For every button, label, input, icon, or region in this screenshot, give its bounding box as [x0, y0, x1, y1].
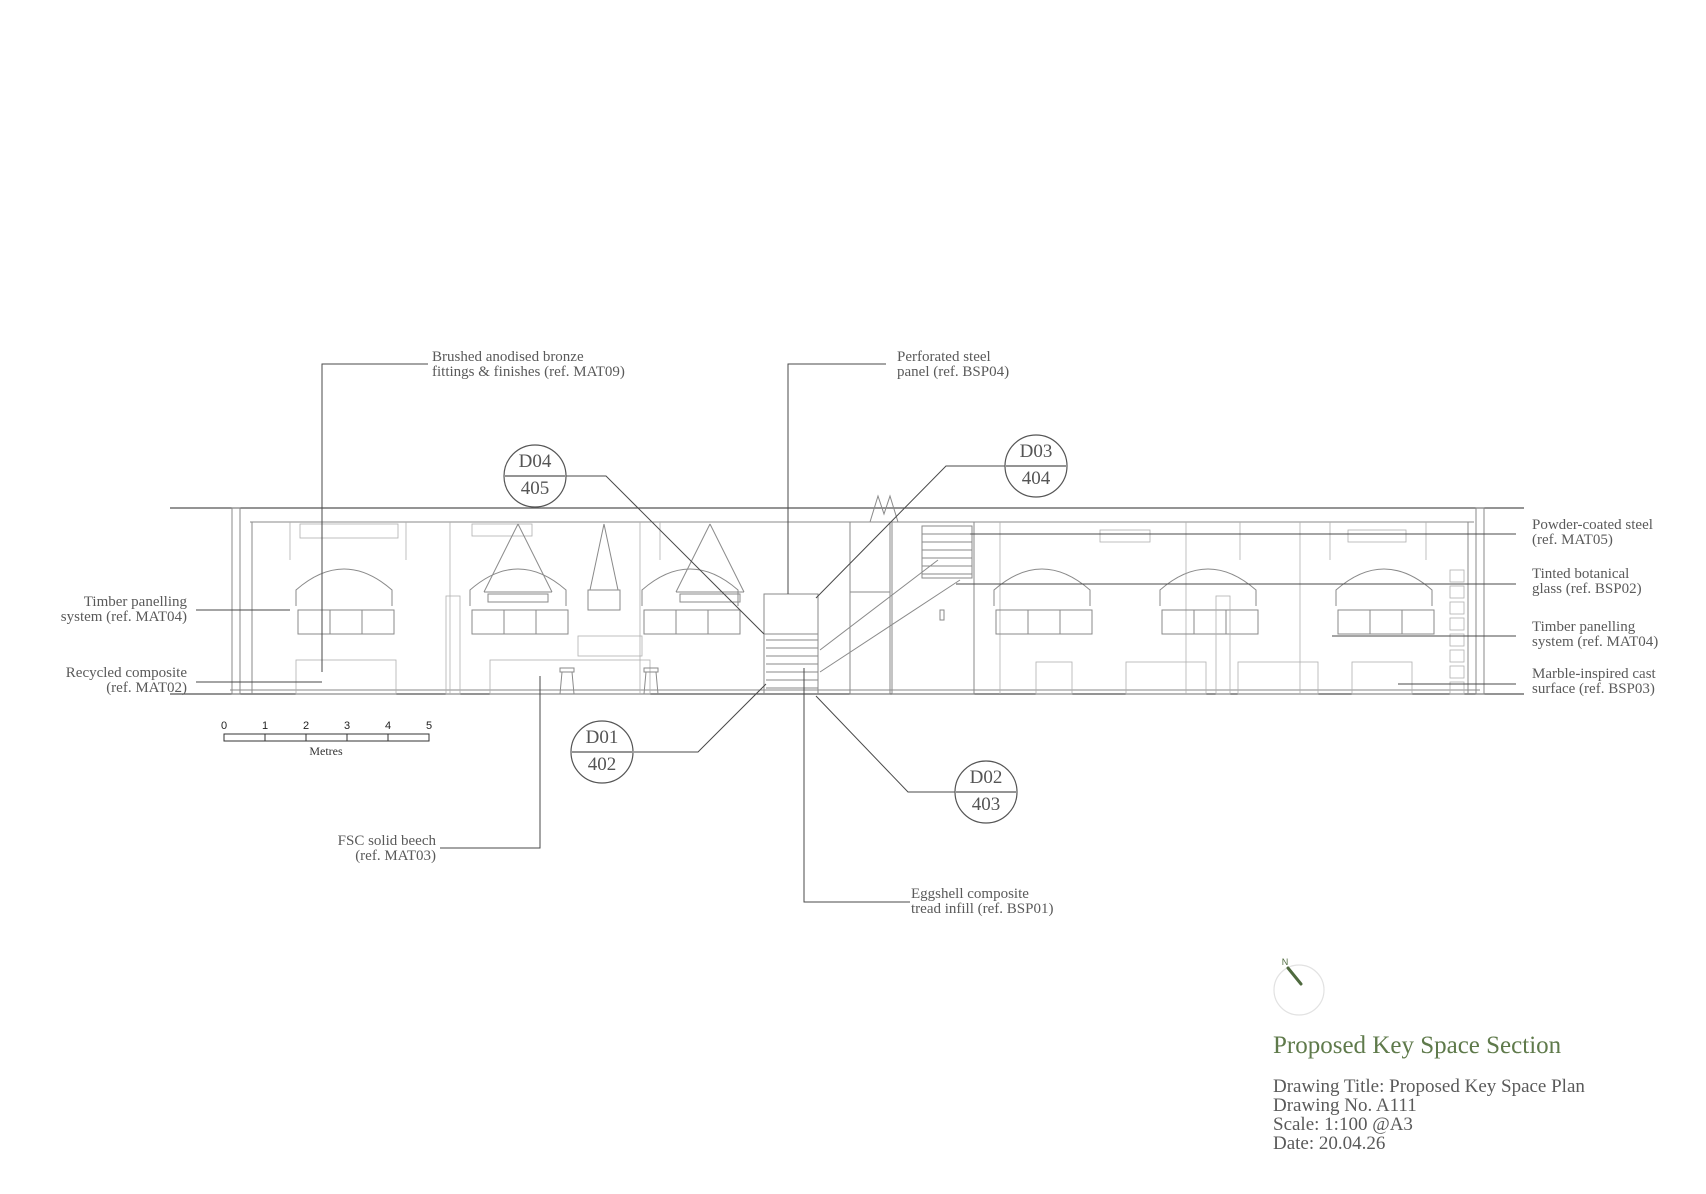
svg-text:surface (ref. BSP03): surface (ref. BSP03) — [1532, 681, 1655, 697]
leader-d03 — [815, 465, 1006, 599]
callout-timber-left: Timber panelling system (ref. MAT04) — [61, 594, 188, 625]
svg-text:Marble-inspired cast: Marble-inspired cast — [1532, 666, 1657, 682]
svg-text:D01: D01 — [586, 727, 619, 748]
leader-eggshell — [803, 668, 910, 903]
detail-tag-d04[interactable]: D04 405 — [503, 444, 567, 508]
scale-tick-1: 1 — [262, 720, 268, 732]
svg-text:(ref. MAT02): (ref. MAT02) — [106, 680, 187, 696]
svg-text:Brushed anodised bronze: Brushed anodised bronze — [432, 349, 584, 365]
drawing-title-line: Drawing Title: Proposed Key Space Plan — [1273, 1076, 1585, 1097]
svg-text:system (ref. MAT04): system (ref. MAT04) — [61, 609, 187, 625]
svg-text:D03: D03 — [1020, 441, 1053, 462]
drawing-number-line: Drawing No. A111 — [1273, 1095, 1417, 1116]
callout-perforated: Perforated steel panel (ref. BSP04) — [897, 349, 1009, 380]
scale-tick-4: 4 — [385, 720, 391, 732]
svg-text:403: 403 — [972, 794, 1001, 815]
drawing-title: Proposed Key Space Section — [1273, 1032, 1562, 1059]
leader-d04 — [566, 475, 765, 635]
leader-lines — [196, 363, 1516, 903]
title-block: Proposed Key Space Section Drawing Title… — [1273, 1032, 1585, 1154]
svg-text:Powder-coated steel: Powder-coated steel — [1532, 517, 1653, 533]
svg-text:system (ref. MAT04): system (ref. MAT04) — [1532, 634, 1658, 650]
svg-text:D04: D04 — [519, 451, 552, 472]
svg-text:Recycled composite: Recycled composite — [66, 665, 188, 681]
scale-tick-2: 2 — [303, 720, 309, 732]
leader-d02 — [815, 695, 956, 793]
detail-tag-d01[interactable]: D01 402 — [570, 720, 634, 784]
svg-text:D02: D02 — [970, 767, 1003, 788]
svg-text:glass (ref. BSP02): glass (ref. BSP02) — [1532, 581, 1642, 597]
svg-text:Tinted botanical: Tinted botanical — [1532, 566, 1629, 582]
callout-beech: FSC solid beech (ref. MAT03) — [338, 833, 437, 864]
svg-text:(ref. MAT03): (ref. MAT03) — [355, 848, 436, 864]
leader-perforated — [787, 363, 886, 594]
scale-tick-5: 5 — [426, 720, 432, 732]
scale-tick-3: 3 — [344, 720, 350, 732]
section-elevation — [170, 494, 1524, 695]
scale-unit: Metres — [309, 744, 343, 758]
svg-text:N: N — [1282, 957, 1289, 967]
svg-text:fittings & finishes (ref. MAT0: fittings & finishes (ref. MAT09) — [432, 364, 625, 380]
svg-text:Perforated steel: Perforated steel — [897, 349, 991, 365]
svg-text:(ref. MAT05): (ref. MAT05) — [1532, 532, 1613, 548]
svg-text:402: 402 — [588, 754, 617, 775]
svg-text:FSC solid beech: FSC solid beech — [338, 833, 437, 849]
svg-text:tread infill (ref. BSP01): tread infill (ref. BSP01) — [911, 901, 1053, 917]
svg-text:Eggshell composite: Eggshell composite — [911, 886, 1029, 902]
scale-bar: 0 1 2 3 4 5 Metres — [221, 720, 432, 758]
drawing-scale-line: Scale: 1:100 @A3 — [1273, 1114, 1413, 1135]
callout-powder: Powder-coated steel (ref. MAT05) — [1532, 517, 1653, 548]
callout-recycled: Recycled composite (ref. MAT02) — [66, 665, 188, 696]
svg-text:Timber panelling: Timber panelling — [1532, 619, 1636, 635]
leader-d01 — [634, 683, 767, 753]
leader-bronze — [321, 363, 428, 672]
detail-tag-d03[interactable]: D03 404 — [1004, 434, 1068, 498]
callout-marble: Marble-inspired cast surface (ref. BSP03… — [1532, 666, 1657, 697]
north-arrow-icon: N — [1273, 957, 1325, 1016]
svg-text:404: 404 — [1022, 468, 1051, 489]
scale-tick-0: 0 — [221, 720, 227, 732]
callout-tinted: Tinted botanical glass (ref. BSP02) — [1532, 566, 1642, 597]
callout-eggshell: Eggshell composite tread infill (ref. BS… — [911, 886, 1053, 917]
svg-text:Timber panelling: Timber panelling — [84, 594, 188, 610]
svg-text:405: 405 — [521, 478, 550, 499]
leader-beech — [440, 676, 541, 849]
callout-bronze: Brushed anodised bronze fittings & finis… — [432, 349, 625, 380]
svg-text:panel (ref. BSP04): panel (ref. BSP04) — [897, 364, 1009, 380]
callout-timber-right: Timber panelling system (ref. MAT04) — [1532, 619, 1658, 650]
detail-tag-d02[interactable]: D02 403 — [954, 760, 1018, 824]
drawing-date-line: Date: 20.04.26 — [1273, 1133, 1385, 1154]
